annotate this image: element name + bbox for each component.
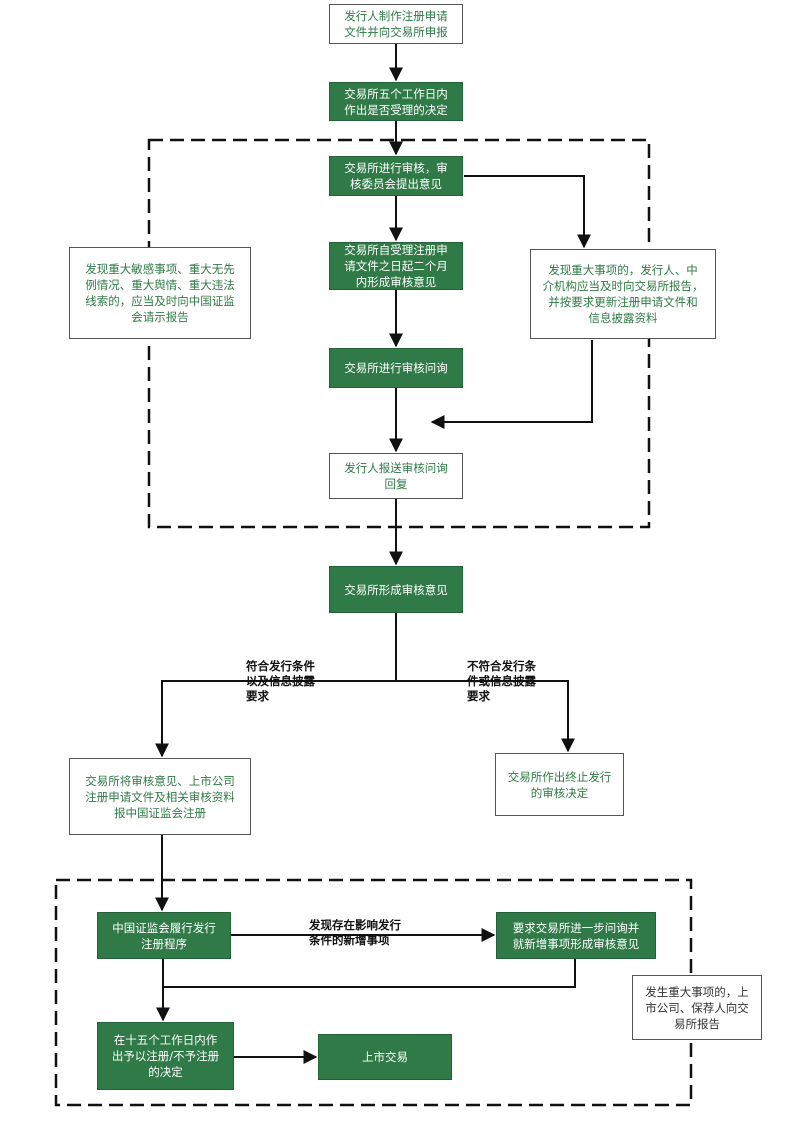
box-opinion: 交易所形成审核意见	[329, 566, 463, 613]
box-accept: 交易所五个工作日内 作出是否受理的决定	[329, 82, 463, 121]
arrow-further-return	[163, 958, 576, 988]
arrow-not-meets	[396, 680, 575, 753]
box-major-event: 发生重大事项的，上 市公司、保荐人向交 易所报告	[632, 975, 762, 1040]
box-csrc-program: 中国证监会履行发行 注册程序	[97, 912, 231, 959]
box-left-report: 发现重大敏感事项、重大无先 例情况、重大舆情、重大违法 线索的，应当及时向中国证…	[69, 247, 251, 339]
label-new-matters: 发现存在影响发行 条件的新增事项	[309, 918, 401, 947]
label-not-meets: 不符合发行条 件或信息披露 要求	[467, 659, 536, 703]
arrow-review-right	[464, 175, 591, 249]
box-decision: 在十五个工作日内作 出予以注册/不予注册 的决定	[97, 1022, 234, 1090]
box-to-csrc: 交易所将审核意见、上市公司 注册申请文件及相关审核资料 报中国证监会注册	[69, 758, 251, 835]
arrow-right-return	[430, 340, 593, 429]
box-terminate: 交易所作出终止发行 的审核决定	[495, 753, 624, 816]
arrow-meets	[155, 680, 396, 758]
box-further-inquiry: 要求交易所进一步问询并 就新增事项形成审核意见	[496, 912, 656, 959]
box-submit: 发行人制作注册申请 文件并向交易所申报	[329, 4, 463, 44]
box-reply: 发行人报送审核问询 回复	[329, 453, 463, 499]
box-listing: 上市交易	[318, 1034, 452, 1080]
box-inquiry: 交易所进行审核问询	[329, 348, 463, 388]
label-meets: 符合发行条件 以及信息披露 要求	[246, 659, 315, 703]
box-right-report: 发现重大事项的，发行人、中 介机构应当及时向交易所报告， 并按要求更新注册申请文…	[530, 249, 716, 339]
box-review: 交易所进行审核，审 核委员会提出意见	[329, 156, 463, 196]
box-two-months: 交易所自受理注册申 请文件之日起二个月 内形成审核意见	[329, 242, 463, 290]
